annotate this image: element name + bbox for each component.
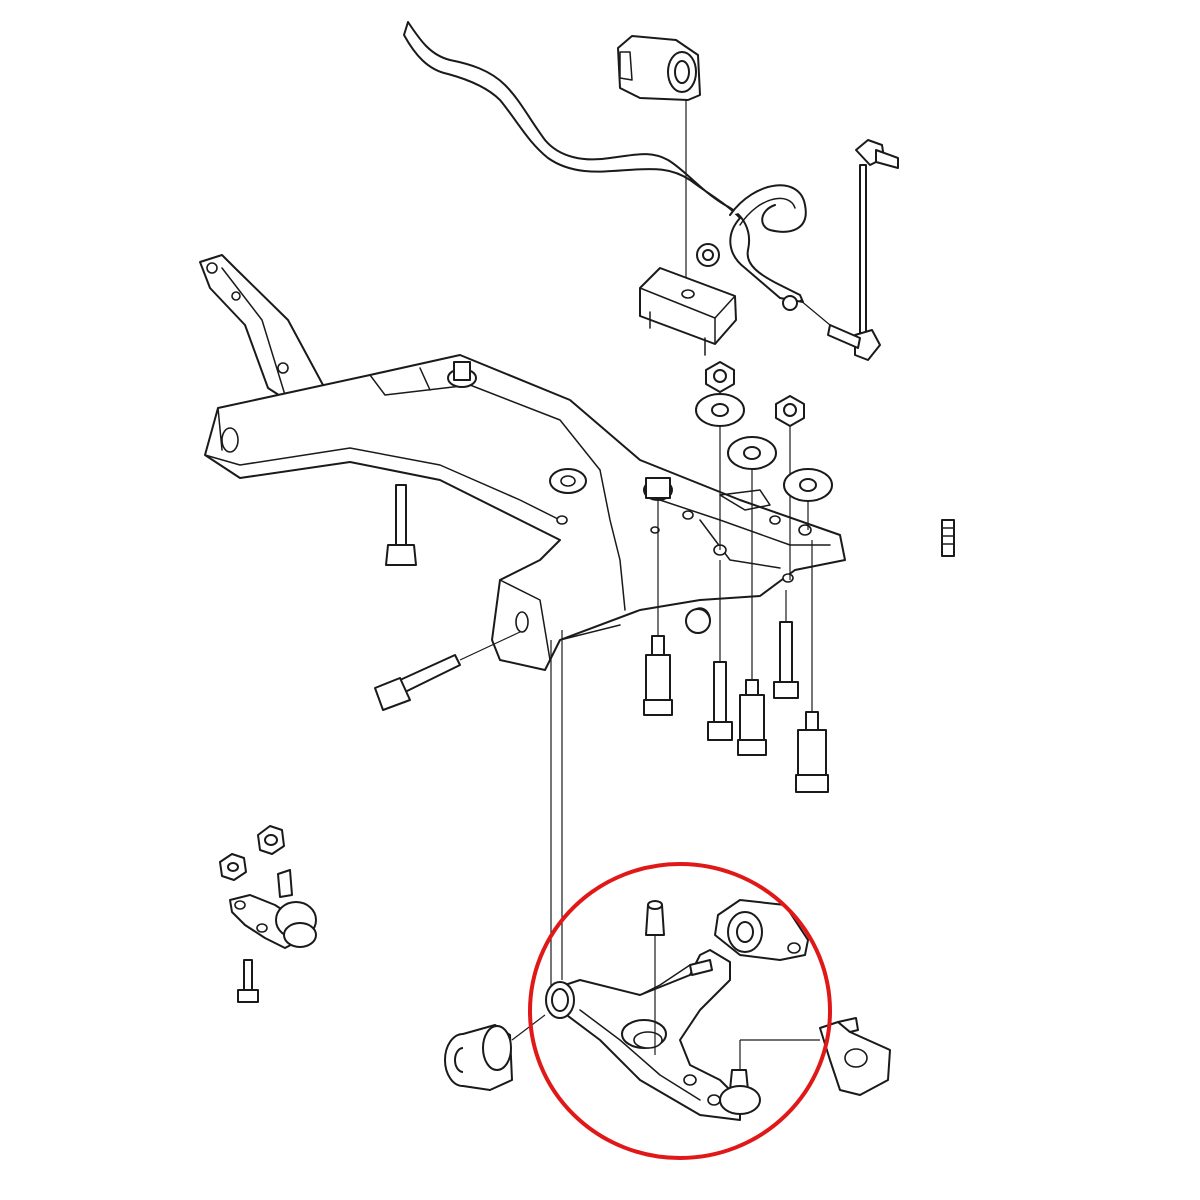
- stabilizer-bar: [403, 21, 807, 303]
- ball-joint-assembly: [219, 825, 317, 1003]
- stabilizer-bracket: [639, 267, 737, 356]
- highlight-circle: [528, 862, 832, 1160]
- stabilizer-bushing-top: [617, 35, 701, 101]
- stabilizer-link: [782, 139, 899, 361]
- subframe-bolts: [374, 484, 829, 793]
- front-subframe: [199, 254, 846, 671]
- control-arm-front-bushing: [444, 1014, 546, 1091]
- lower-control-arm: [545, 899, 891, 1121]
- stabilizer-link-nut: [696, 243, 720, 267]
- subframe-nuts-washers: [695, 361, 955, 580]
